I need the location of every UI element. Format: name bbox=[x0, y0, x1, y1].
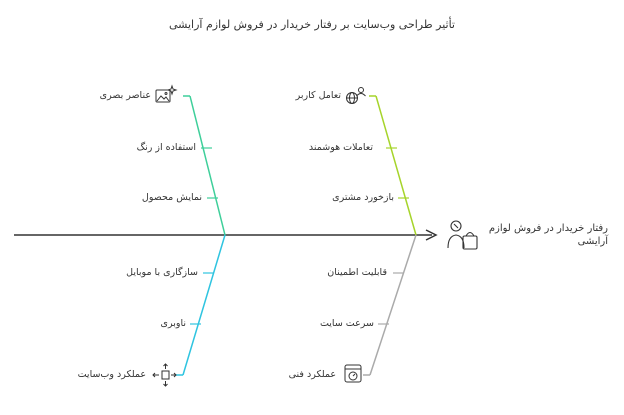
category-visual-elements: عناصر بصری bbox=[99, 90, 151, 101]
cause-product-display: نمایش محصول bbox=[141, 192, 202, 203]
category-user-interaction: تعامل کاربر bbox=[295, 90, 341, 101]
category-technical-performance: عملکرد فنی bbox=[288, 369, 336, 380]
bone-top-left bbox=[189, 95, 226, 236]
category-website-performance: عملکرد وب‌سایت bbox=[77, 369, 146, 380]
cause-mobile-compatibility: سازگاری با موبایل bbox=[126, 267, 198, 278]
cause-reliability: قابلیت اطمینان bbox=[327, 267, 387, 278]
diagram-title: تأثیر طراحی وب‌سایت بر رفتار خریدار در ف… bbox=[169, 18, 455, 31]
effect-label: رفتار خریدار در فروش لوازم آرایشی bbox=[488, 222, 608, 248]
spine-arrowhead bbox=[425, 229, 438, 241]
arrows-expand-icon bbox=[152, 363, 177, 387]
cause-smart-interactions: تعاملات هوشمند bbox=[308, 142, 373, 153]
user-globe-icon bbox=[346, 87, 366, 104]
image-sparkle-icon bbox=[155, 84, 178, 103]
cause-color-usage: استفاده از رنگ bbox=[136, 142, 196, 153]
cause-site-speed: سرعت سایت bbox=[319, 318, 374, 329]
cause-navigation: ناوبری bbox=[160, 318, 186, 329]
effect-label-line2: آرایشی bbox=[577, 236, 608, 247]
effect-label-line1: رفتار خریدار در فروش لوازم bbox=[488, 223, 608, 234]
person-with-bag-icon bbox=[447, 220, 478, 250]
stopwatch-browser-icon bbox=[344, 364, 362, 383]
bone-bottom-right bbox=[369, 234, 417, 376]
bone-top-right bbox=[375, 95, 417, 236]
cause-customer-feedback: بازخورد مشتری bbox=[332, 192, 394, 203]
bone-bottom-left bbox=[182, 234, 226, 376]
